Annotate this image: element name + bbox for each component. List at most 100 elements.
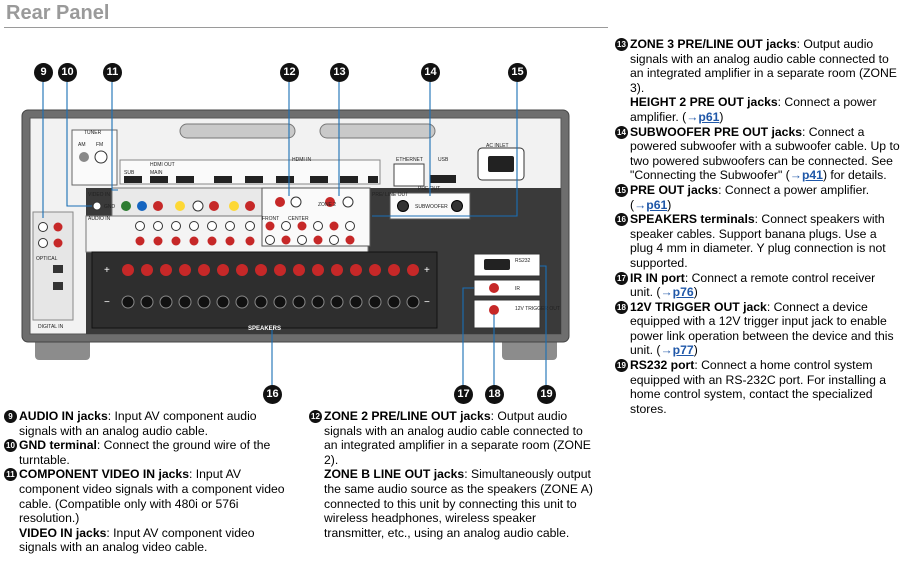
item-14-text: : Connect a powered subwoofer with a sub… <box>630 124 900 183</box>
audio-in-label: AUDIO IN <box>88 216 111 222</box>
item-15-number: 15 <box>615 183 628 197</box>
am-label: AM <box>78 142 86 148</box>
page-link-p41[interactable]: p41 <box>801 168 823 183</box>
page-link-p61-height[interactable]: p61 <box>698 109 720 124</box>
speaker-terminals <box>91 251 438 329</box>
item-15: 15 PRE OUT jacks: Connect a power amplif… <box>615 183 900 212</box>
trigger-label: 12V TRIGGER OUT <box>515 306 560 312</box>
item-19-text: : Connect a home control system equipped… <box>630 358 887 416</box>
leader-15 <box>372 82 518 217</box>
item-13-sub-close: ) <box>719 109 724 124</box>
item-19-number: 19 <box>615 359 628 373</box>
item-12-sub-term: ZONE B LINE OUT jacks <box>324 467 465 482</box>
item-16-term: SPEAKERS terminals <box>630 212 755 227</box>
video-in-label: VIDEO IN <box>88 192 110 198</box>
item-13: 13 ZONE 3 PRE/LINE OUT jacks: Output aud… <box>615 37 900 95</box>
description-column-middle: 12 ZONE 2 PRE/LINE OUT jacks: Output aud… <box>309 409 599 540</box>
callout-10: 10 <box>58 63 77 82</box>
callout-11: 11 <box>103 63 122 82</box>
item-10-number: 10 <box>4 439 17 453</box>
item-17-arrow: → <box>660 285 673 300</box>
item-12-term: ZONE 2 PRE/LINE OUT jacks <box>324 409 491 423</box>
item-14-term: SUBWOOFER PRE OUT jacks <box>630 124 803 139</box>
item-16: 16 SPEAKERS terminals: Connect speakers … <box>615 212 900 270</box>
item-11-number: 11 <box>4 468 17 482</box>
item-18-term: 12V TRIGGER OUT jack <box>630 299 767 314</box>
item-14-number: 14 <box>615 125 628 139</box>
hdmi-in-label: HDMI IN <box>292 157 312 163</box>
minus-left: − <box>104 297 110 308</box>
item-13-text: : Output audio signals with an analog au… <box>630 37 897 95</box>
tuner-box <box>71 129 118 186</box>
am-terminal <box>79 152 89 162</box>
usb-label: USB <box>438 157 449 163</box>
digital-in-label: DIGITAL IN <box>38 324 64 330</box>
page-link-p76[interactable]: p76 <box>672 285 694 300</box>
leader-11 <box>111 82 118 191</box>
item-14-close: ) for details. <box>822 168 887 183</box>
description-column-right: 13 ZONE 3 PRE/LINE OUT jacks: Output aud… <box>615 37 900 416</box>
item-11: 11 COMPONENT VIDEO IN jacks: Input AV co… <box>4 467 294 525</box>
trigger-jack <box>489 305 499 315</box>
item-18-number: 18 <box>615 300 628 314</box>
rear-panel-diagram: TUNER AM FM HDMI OUT SUB MAIN HDMI IN ET… <box>0 30 610 410</box>
ir-in-port <box>473 279 541 297</box>
hdmi-main-label: MAIN <box>150 170 163 176</box>
subwoofer-label: SUBWOOFER <box>415 204 448 210</box>
item-19: 19 RS232 port: Connect a home control sy… <box>615 358 900 416</box>
center-label: CENTER <box>288 216 309 222</box>
page-link-p61-pre-out[interactable]: p61 <box>646 197 668 212</box>
component-video-jacks <box>121 200 255 212</box>
leader-19 <box>540 265 547 386</box>
plus-right: + <box>424 265 430 276</box>
item-17: 17 IR IN port: Connect a remote control … <box>615 271 900 300</box>
item-12: 12 ZONE 2 PRE/LINE OUT jacks: Output aud… <box>309 409 599 467</box>
page-link-p77[interactable]: p77 <box>672 343 694 358</box>
item-13-term: ZONE 3 PRE/LINE OUT jacks <box>630 37 797 51</box>
item-18-text: : Connect a device equipped with a 12V t… <box>630 299 894 358</box>
gnd-terminal <box>92 201 102 211</box>
hdmi-ports <box>124 176 378 183</box>
leader-lines <box>42 82 547 386</box>
pre-line-out-jacks <box>261 187 371 247</box>
rear-panel-svg: TUNER AM FM HDMI OUT SUB MAIN HDMI IN ET… <box>21 82 570 386</box>
optical-label: OPTICAL <box>36 256 58 262</box>
item-15-term: PRE OUT jacks <box>630 182 719 197</box>
item-9-term: AUDIO IN jacks <box>19 409 108 423</box>
plus-left: + <box>104 265 110 276</box>
callout-16: 16 <box>263 385 282 404</box>
item-13-sub-arrow: → <box>686 109 699 124</box>
item-14: 14 SUBWOOFER PRE OUT jacks: Connect a po… <box>615 125 900 183</box>
item-12-text: : Output audio signals with an analog au… <box>324 409 591 467</box>
leader-10 <box>66 82 92 207</box>
ac-inlet-label: AC INLET <box>486 143 509 149</box>
front-label: FRONT <box>262 216 279 222</box>
vent-left <box>179 123 296 139</box>
item-11-text: : Input AV component video signals with … <box>19 467 285 526</box>
ir-jack <box>489 283 499 293</box>
hdmi-sub-label: SUB <box>124 170 135 176</box>
description-column-left: 9 AUDIO IN jacks: Input AV component aud… <box>4 409 294 555</box>
item-9-text: : Input AV component audio signals with … <box>19 409 257 438</box>
ethernet-label: ETHERNET <box>396 157 423 163</box>
audio-in-jacks <box>38 222 63 290</box>
usb-port <box>430 175 456 183</box>
item-10-text: : Connect the ground wire of the turntab… <box>19 438 271 467</box>
callout-14: 14 <box>421 63 440 82</box>
item-14-arrow: → <box>789 168 802 183</box>
fm-jack <box>94 150 108 164</box>
title-rule <box>4 27 608 28</box>
zone2-label: ZONE 2 <box>318 202 336 208</box>
pre-out-label: PRE OUT <box>418 186 440 192</box>
ac-inlet-socket <box>488 156 514 172</box>
page-title: Rear Panel <box>6 2 110 24</box>
item-10: 10 GND terminal: Connect the ground wire… <box>4 438 294 467</box>
item-13-sub: HEIGHT 2 PRE OUT jacks: Connect a power … <box>615 95 900 124</box>
callout-17: 17 <box>454 385 473 404</box>
item-11-term: COMPONENT VIDEO IN jacks <box>19 467 189 482</box>
callout-15: 15 <box>508 63 527 82</box>
item-18: 18 12V TRIGGER OUT jack: Connect a devic… <box>615 300 900 358</box>
callout-12: 12 <box>280 63 299 82</box>
callout-13: 13 <box>330 63 349 82</box>
fm-label: FM <box>96 142 103 148</box>
